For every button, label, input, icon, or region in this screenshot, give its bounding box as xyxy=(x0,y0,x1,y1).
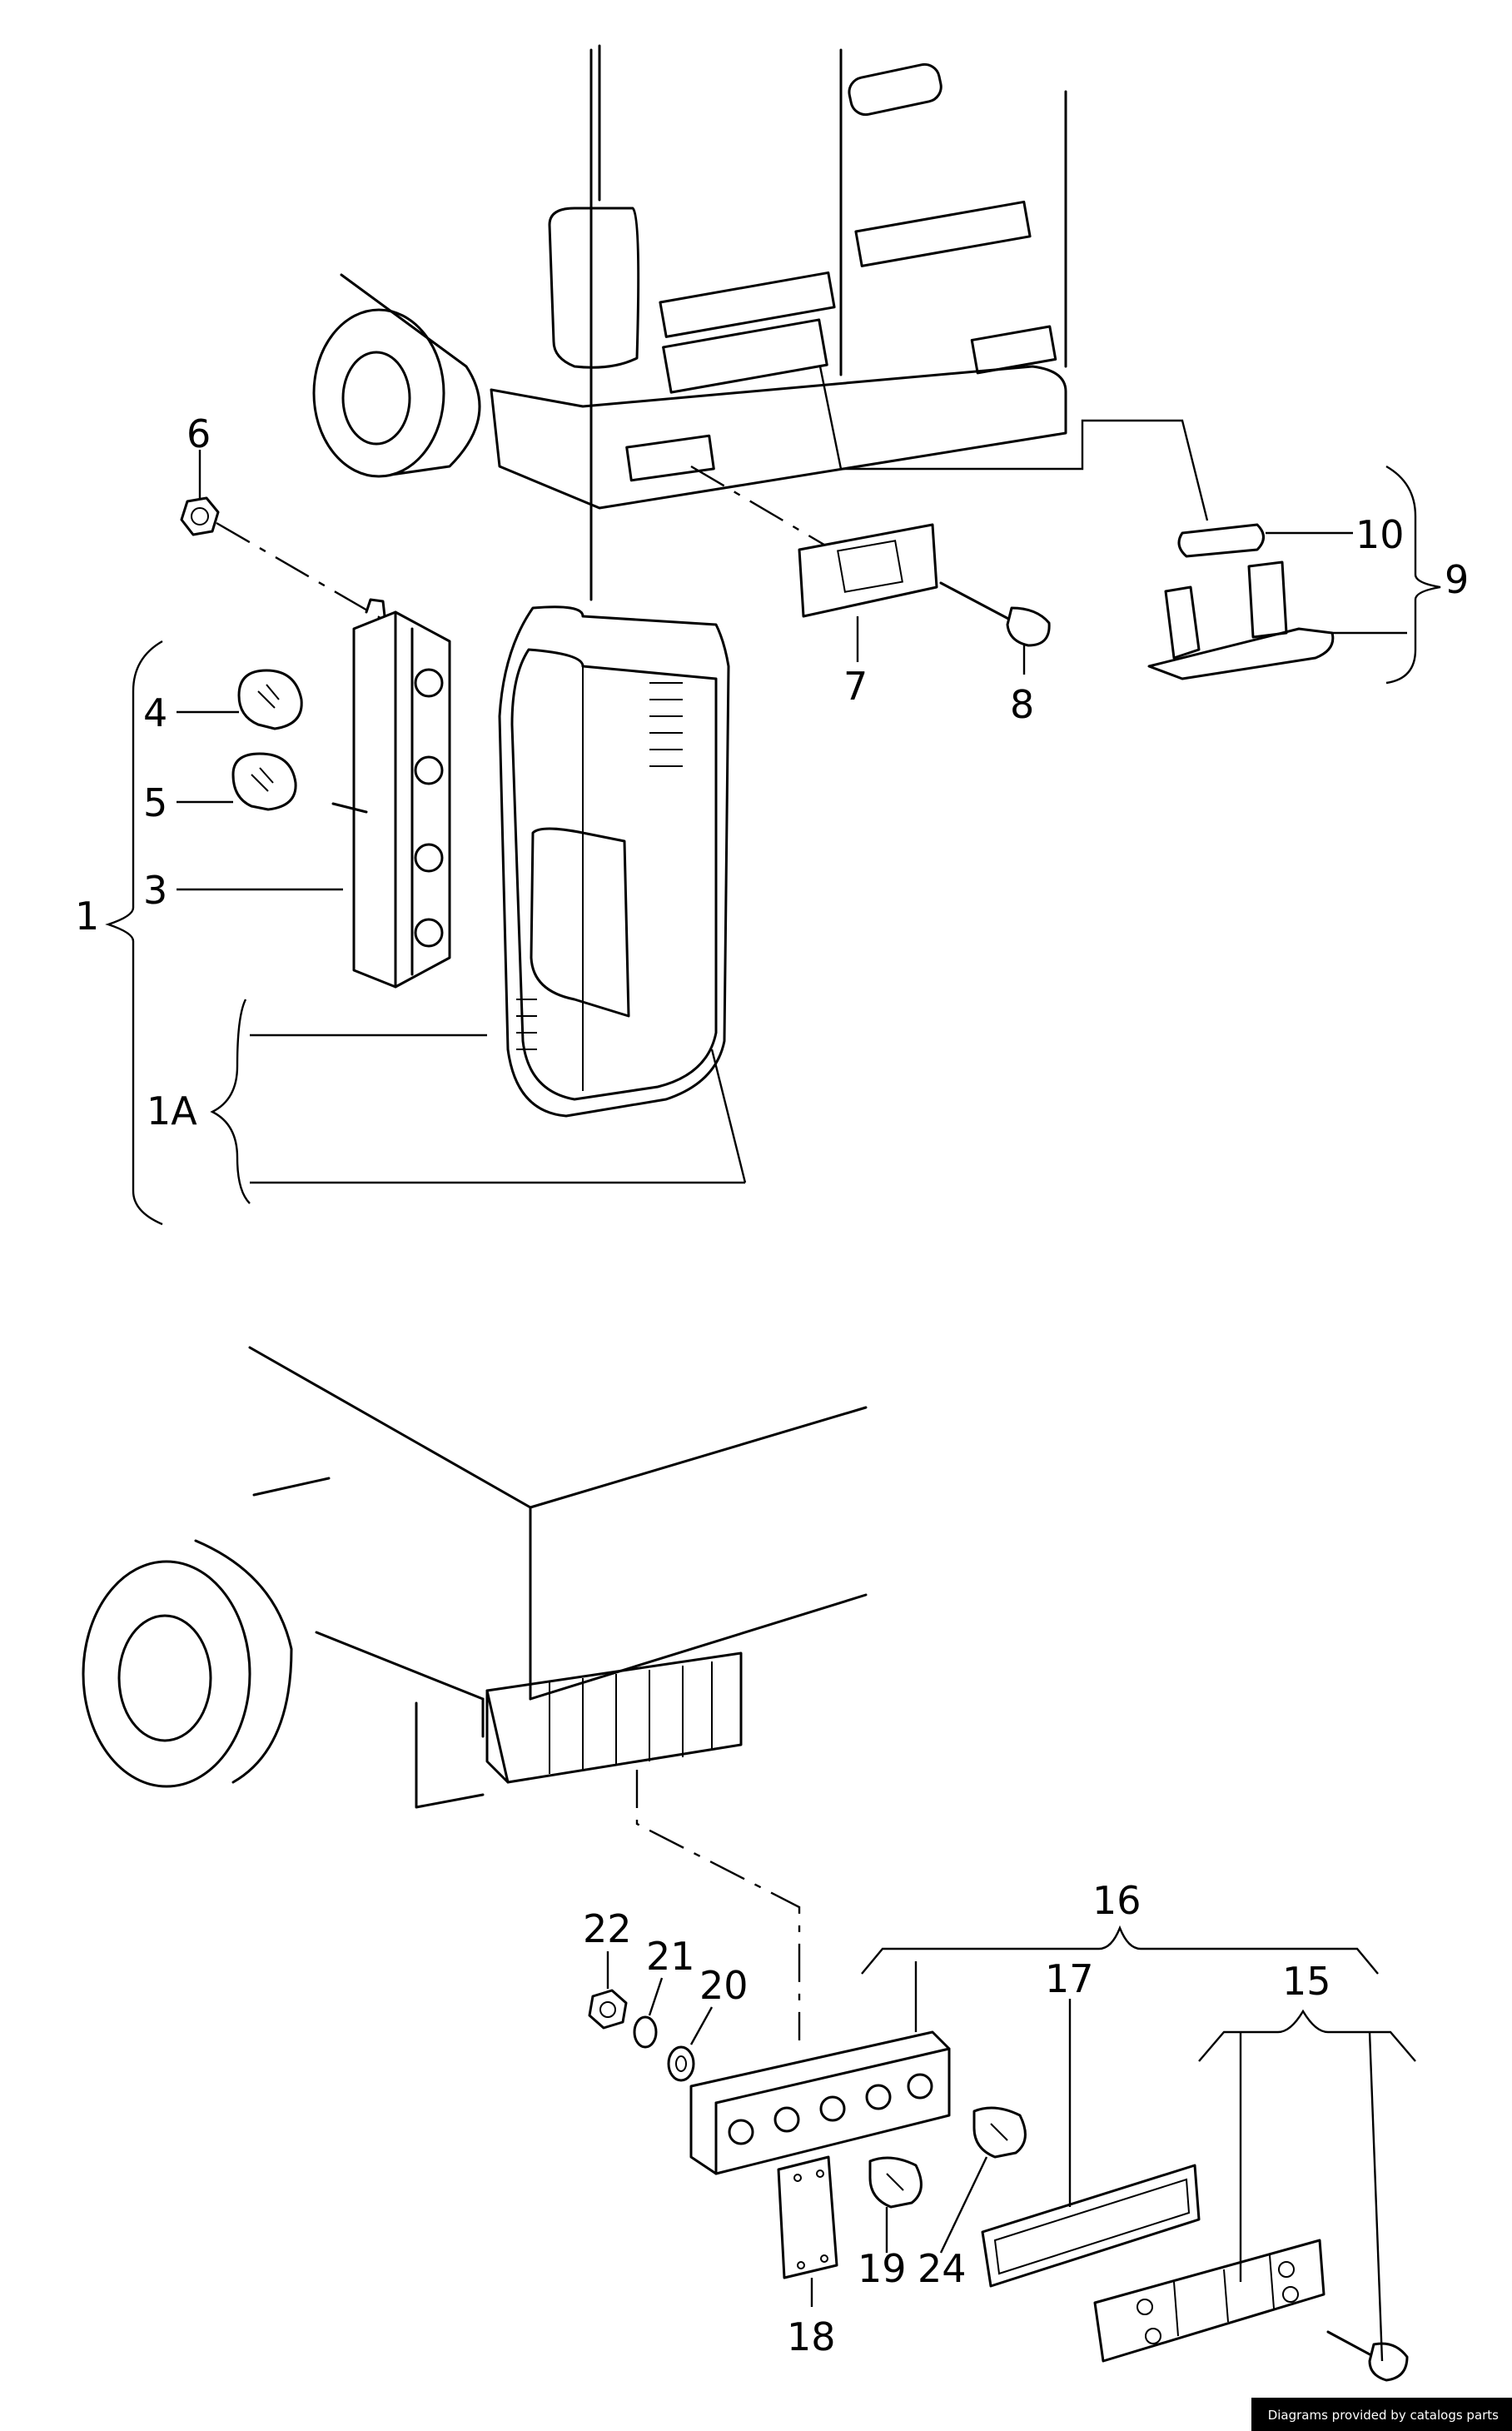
callout-5: 5 xyxy=(143,780,167,825)
callout-8: 8 xyxy=(1010,682,1034,727)
washer-part-20 xyxy=(667,2045,695,2082)
lamp-housing-part-16 xyxy=(689,2030,951,2175)
callout-24: 24 xyxy=(918,2246,967,2291)
callout-4: 4 xyxy=(143,690,167,735)
leader-dash-6 xyxy=(216,521,385,622)
lens-part-17 xyxy=(981,2164,1201,2288)
callout-6: 6 xyxy=(187,411,211,456)
festoon-bulb-part-10 xyxy=(1177,523,1265,558)
gasket-part-18 xyxy=(777,2155,838,2279)
bracket-9 xyxy=(1385,465,1441,685)
screw-part-8 xyxy=(939,581,1051,647)
callout-21: 21 xyxy=(646,1934,695,1979)
callout-15: 15 xyxy=(1282,1959,1331,2004)
nut-part-22 xyxy=(588,1989,628,2030)
callout-22: 22 xyxy=(583,1906,632,1951)
bracket-1 xyxy=(105,640,163,1226)
callout-16: 16 xyxy=(1092,1878,1141,1923)
callout-19: 19 xyxy=(858,2246,907,2291)
bracket-15 xyxy=(1198,2009,1416,2062)
callout-17: 17 xyxy=(1045,1956,1094,2001)
callout-20: 20 xyxy=(699,1963,749,2008)
washer-part-21 xyxy=(633,2015,658,2049)
reflector-part-7 xyxy=(798,523,938,618)
credit-badge: Diagrams provided by catalogs parts xyxy=(1251,2398,1512,2431)
callout-18: 18 xyxy=(787,2314,836,2359)
bulb-part-5 xyxy=(231,752,297,811)
callout-1a: 1A xyxy=(147,1088,197,1133)
truck-rear-body xyxy=(82,1346,868,1809)
bulb-part-19 xyxy=(868,2156,923,2209)
leader-dash-7 xyxy=(690,465,833,551)
bracket-1a xyxy=(210,999,251,1204)
callout-7: 7 xyxy=(843,664,868,709)
van-rear-body xyxy=(312,44,1067,601)
callout-10: 10 xyxy=(1355,512,1405,557)
callout-3: 3 xyxy=(143,868,167,913)
callout-9: 9 xyxy=(1445,557,1469,602)
bulb-part-4 xyxy=(237,669,303,730)
bulb-part-24 xyxy=(972,2106,1027,2159)
leader-dash-lower xyxy=(635,1770,801,2040)
callout-1: 1 xyxy=(75,894,99,939)
leader-9-10 xyxy=(818,366,1209,521)
lamp-housing-part-9 xyxy=(1147,560,1335,680)
tail-lamp-lens-part-1a xyxy=(498,605,730,1118)
bulb-holder-part-3 xyxy=(331,598,451,989)
reflector-part-15 xyxy=(1093,2239,1409,2382)
nut-part-6 xyxy=(180,496,220,536)
bracket-16 xyxy=(861,1925,1379,1975)
